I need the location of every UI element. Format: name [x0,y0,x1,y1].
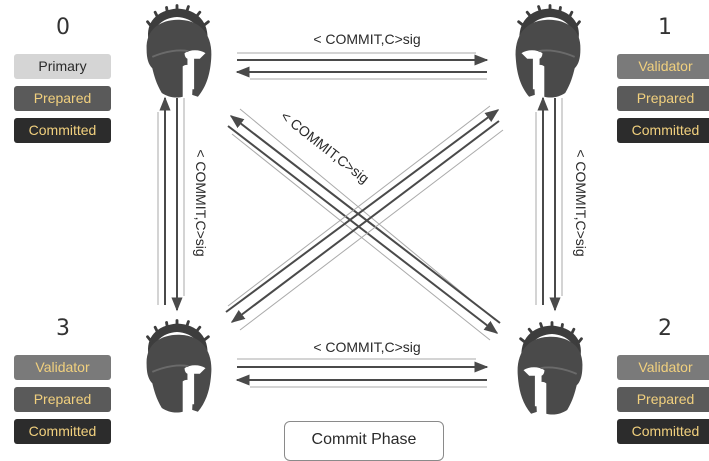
role-badge-node-2: Validator [617,355,709,380]
arrows-left [157,96,185,312]
role-badge-node-0: Primary [14,54,111,79]
message-label-left: < COMMIT,C>sig [193,149,209,256]
prepared-badge-node-3: Prepared [14,387,111,412]
prepared-badge-node-0: Prepared [14,86,111,111]
helmet-icon-node-0 [145,4,213,99]
phase-label: Commit Phase [284,421,444,461]
role-badge-node-1: Validator [617,54,709,79]
committed-badge-node-3: Committed [14,419,111,444]
arrows-right [535,96,563,312]
committed-badge-node-2: Committed [617,419,709,444]
node-number-0: 0 [56,15,70,40]
helmet-icon-node-3 [145,319,213,414]
arrows-diagonal-0-2 [227,108,501,341]
prepared-badge-node-2: Prepared [617,387,709,412]
message-label-top: < COMMIT,C>sig [313,31,420,47]
message-label-bottom: < COMMIT,C>sig [313,339,420,355]
committed-badge-node-0: Committed [14,118,111,143]
helmet-icon-node-2 [516,321,584,416]
arrows-diagonal-1-3 [225,105,504,331]
node-number-2: 2 [658,316,672,341]
node-number-1: 1 [658,15,672,40]
node-number-3: 3 [56,316,70,341]
role-badge-node-3: Validator [14,355,111,380]
message-label-right: < COMMIT,C>sig [573,149,589,256]
helmet-icon-node-1 [514,4,582,99]
committed-badge-node-1: Committed [617,118,709,143]
prepared-badge-node-1: Prepared [617,86,709,111]
arrows-bottom [235,358,489,388]
arrows-top [235,52,489,80]
